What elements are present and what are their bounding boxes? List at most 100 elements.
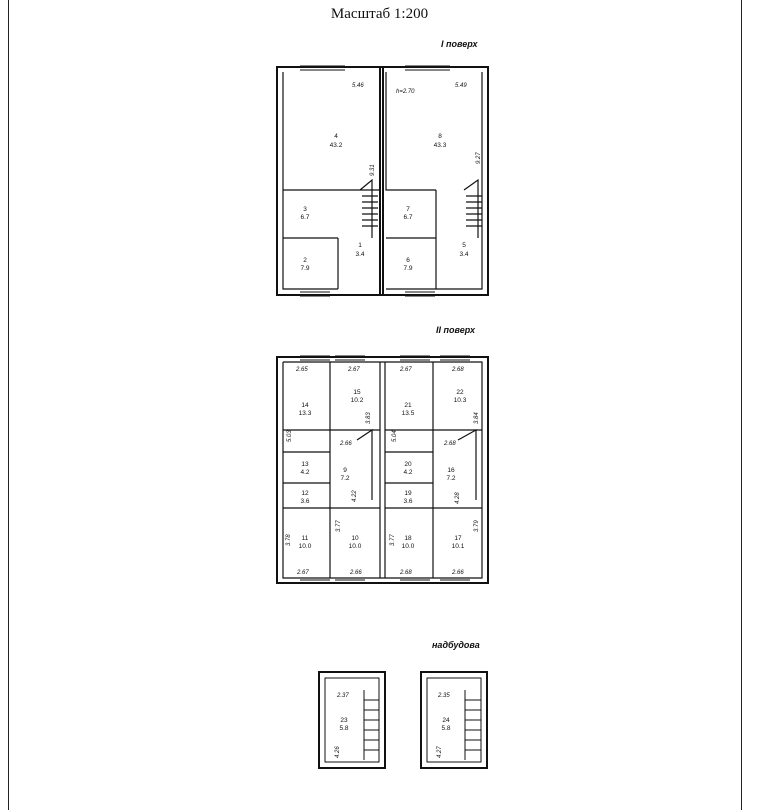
room-number: 20 [404,461,412,468]
room-number: 8 [438,133,442,140]
dimension-label: 3.84 [474,412,480,424]
dimension-label: 9.27 [476,152,482,164]
room-number: 1 [358,242,362,249]
room-area: 5.8 [441,725,450,732]
dimension-label: 3.83 [366,412,372,424]
windows-first-floor [300,65,450,297]
room-area: 6.7 [300,214,309,221]
room-number: 2 [303,257,307,264]
room-area: 43.2 [330,142,343,149]
dimension-label: 2.66 [451,570,464,576]
room-labels: 4 43.2 8 43.3 3 6.7 7 6.7 2 7.9 1 3.4 6 … [299,133,469,732]
room-area: 43.3 [434,142,447,149]
dimension-label: h=2.70 [396,89,415,95]
dimension-label: 4.22 [352,490,358,502]
room-number: 6 [406,257,410,264]
windows-second-floor [300,355,470,581]
dimension-label: 2.66 [339,441,352,447]
room-area: 13.3 [299,410,312,417]
room-area: 7.2 [446,475,455,482]
room-number: 13 [301,461,309,468]
room-area: 10.0 [402,543,415,550]
dimension-label: 5.46 [352,83,364,89]
dimension-label: 3.77 [390,534,396,546]
room-number: 3 [303,206,307,213]
room-number: 24 [442,717,450,724]
room-area: 10.0 [349,543,362,550]
dimension-label: 2.68 [443,441,456,447]
dimension-label: 5.49 [455,83,467,89]
attic-b-outline [420,671,488,769]
dimension-label: 2.37 [336,693,349,699]
room-area: 7.2 [340,475,349,482]
room-number: 15 [353,389,361,396]
walls-unit-a [283,362,380,578]
wall-lines-b [385,72,483,290]
room-area: 10.3 [454,397,467,404]
floor-title-attic: надбудова [432,640,480,650]
room-number: 21 [404,402,412,409]
dimension-label: 2.67 [296,570,309,576]
second-floor-outline [276,356,489,584]
dimension-label: 2.67 [347,367,360,373]
dimension-label: 5.04 [392,430,398,442]
room-area: 10.0 [299,543,312,550]
dimension-label: 2.68 [451,367,464,373]
room-number: 16 [447,467,455,474]
attic-stair-steps [364,699,481,751]
unit-b-first-floor-outline [379,66,489,296]
unit-a-first-floor-outline [276,66,384,296]
room-number: 11 [302,535,309,542]
walls-unit-b [385,362,482,578]
room-number: 4 [334,133,338,140]
room-area: 10.2 [351,397,364,404]
room-number: 10 [351,535,359,542]
room-number: 7 [406,206,410,213]
dimension-label: 2.65 [295,367,308,373]
room-area: 4.2 [300,469,309,476]
second-floor-stairs [356,428,477,500]
room-area: 10.1 [452,543,465,550]
attic-inner-walls [324,677,482,763]
dimension-label: 3.78 [286,534,292,546]
room-number: 14 [301,402,309,409]
room-area: 3.4 [355,251,364,258]
left-frame-border [8,0,9,810]
room-number: 19 [404,490,412,497]
room-number: 23 [340,717,348,724]
room-number: 18 [404,535,412,542]
room-number: 17 [454,535,462,542]
dimension-label: 2.68 [399,570,412,576]
floor-title-second: II поверх [436,325,475,335]
floor-title-first: I поверх [441,39,478,49]
room-area: 13.5 [402,410,415,417]
room-area: 7.9 [300,265,309,272]
room-number: 12 [301,490,309,497]
dimension-label: 4.28 [455,492,461,504]
room-area: 4.2 [403,469,412,476]
stair-outline [359,178,479,238]
stair-steps [362,195,482,227]
room-area: 7.9 [403,265,412,272]
dimension-label: 3.79 [474,520,480,532]
dimension-label: 5.03 [287,430,293,442]
dimension-label: 4.26 [335,746,341,758]
second-floor-inner-outline [282,361,483,579]
scale-label: Масштаб 1:200 [330,6,429,22]
room-number: 9 [343,467,347,474]
room-number: 5 [462,242,466,249]
wall-lines-a [282,72,380,290]
right-frame-border [741,0,742,810]
room-area: 3.6 [403,498,412,505]
room-area: 6.7 [403,214,412,221]
attic-stairs [363,690,466,760]
attic-a-outline [318,671,386,769]
dimension-label: 2.35 [437,693,450,699]
room-number: 22 [456,389,464,396]
party-wall [379,362,386,578]
dimension-label: 2.67 [399,367,412,373]
dimension-label: 2.66 [349,570,362,576]
room-area: 5.8 [339,725,348,732]
room-area: 3.6 [300,498,309,505]
